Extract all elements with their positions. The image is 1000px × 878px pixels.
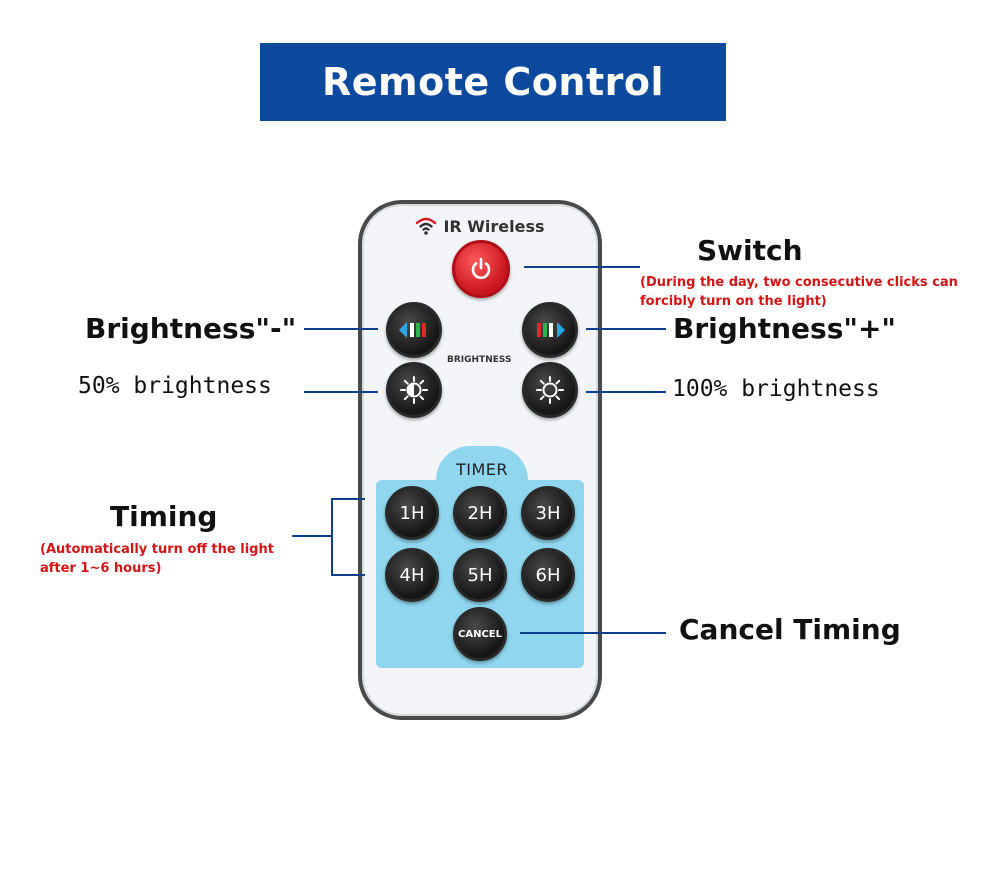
title-banner: Remote Control	[260, 43, 726, 121]
full-brightness-leader-line	[586, 391, 666, 393]
timer-label: TIMER	[455, 460, 509, 479]
timer-2h-button[interactable]: 2H	[453, 486, 507, 540]
timing-note: (Automatically turn off the light after …	[40, 540, 274, 578]
timer-6h-button[interactable]: 6H	[521, 548, 575, 602]
power-button[interactable]	[452, 240, 510, 298]
half-brightness-label: 50% brightness	[78, 373, 272, 399]
sun-half-icon	[400, 376, 428, 404]
full-brightness-label: 100% brightness	[672, 376, 880, 402]
cancel-timing-label: Cancel Timing	[679, 613, 901, 646]
full-brightness-button[interactable]	[522, 362, 578, 418]
switch-note-line-2: forcibly turn on the light)	[640, 294, 827, 309]
switch-label: Switch	[697, 234, 803, 267]
brightness-up-icon	[537, 322, 565, 338]
brightness-minus-button[interactable]	[386, 302, 442, 358]
half-brightness-leader-line	[304, 391, 378, 393]
timing-note-line-2: after 1~6 hours)	[40, 561, 162, 576]
timing-leader-line	[292, 535, 332, 537]
timing-label: Timing	[110, 500, 218, 533]
brightness-down-icon	[399, 322, 426, 338]
brightness-plus-button[interactable]	[522, 302, 578, 358]
timing-bracket-bottom	[331, 574, 365, 576]
timing-bracket	[331, 498, 333, 576]
ir-wireless-label: IR Wireless	[443, 216, 545, 236]
switch-note-line-1: (During the day, two consecutive clicks …	[640, 275, 958, 290]
banner-title: Remote Control	[322, 60, 664, 104]
cancel-timing-leader-line	[520, 632, 666, 634]
cancel-timer-button[interactable]: CANCEL	[453, 607, 507, 661]
switch-leader-line	[524, 266, 640, 268]
timer-tab	[436, 446, 528, 486]
ir-header: IR Wireless	[362, 216, 598, 236]
timing-bracket-top	[331, 498, 365, 500]
timer-5h-button[interactable]: 5H	[453, 548, 507, 602]
brightness-minus-label: Brightness"-"	[85, 312, 297, 345]
sun-icon	[536, 376, 564, 404]
wifi-icon	[416, 217, 437, 235]
timing-note-line-1: (Automatically turn off the light	[40, 542, 274, 557]
brightness-label: BRIGHTNESS	[447, 355, 512, 365]
power-icon	[471, 257, 491, 279]
half-brightness-button[interactable]	[386, 362, 442, 418]
brightness-plus-label: Brightness"+"	[673, 312, 897, 345]
switch-note: (During the day, two consecutive clicks …	[640, 273, 958, 311]
timer-1h-button[interactable]: 1H	[385, 486, 439, 540]
brightness-plus-leader-line	[586, 328, 666, 330]
timer-3h-button[interactable]: 3H	[521, 486, 575, 540]
timer-4h-button[interactable]: 4H	[385, 548, 439, 602]
brightness-minus-leader-line	[304, 328, 378, 330]
